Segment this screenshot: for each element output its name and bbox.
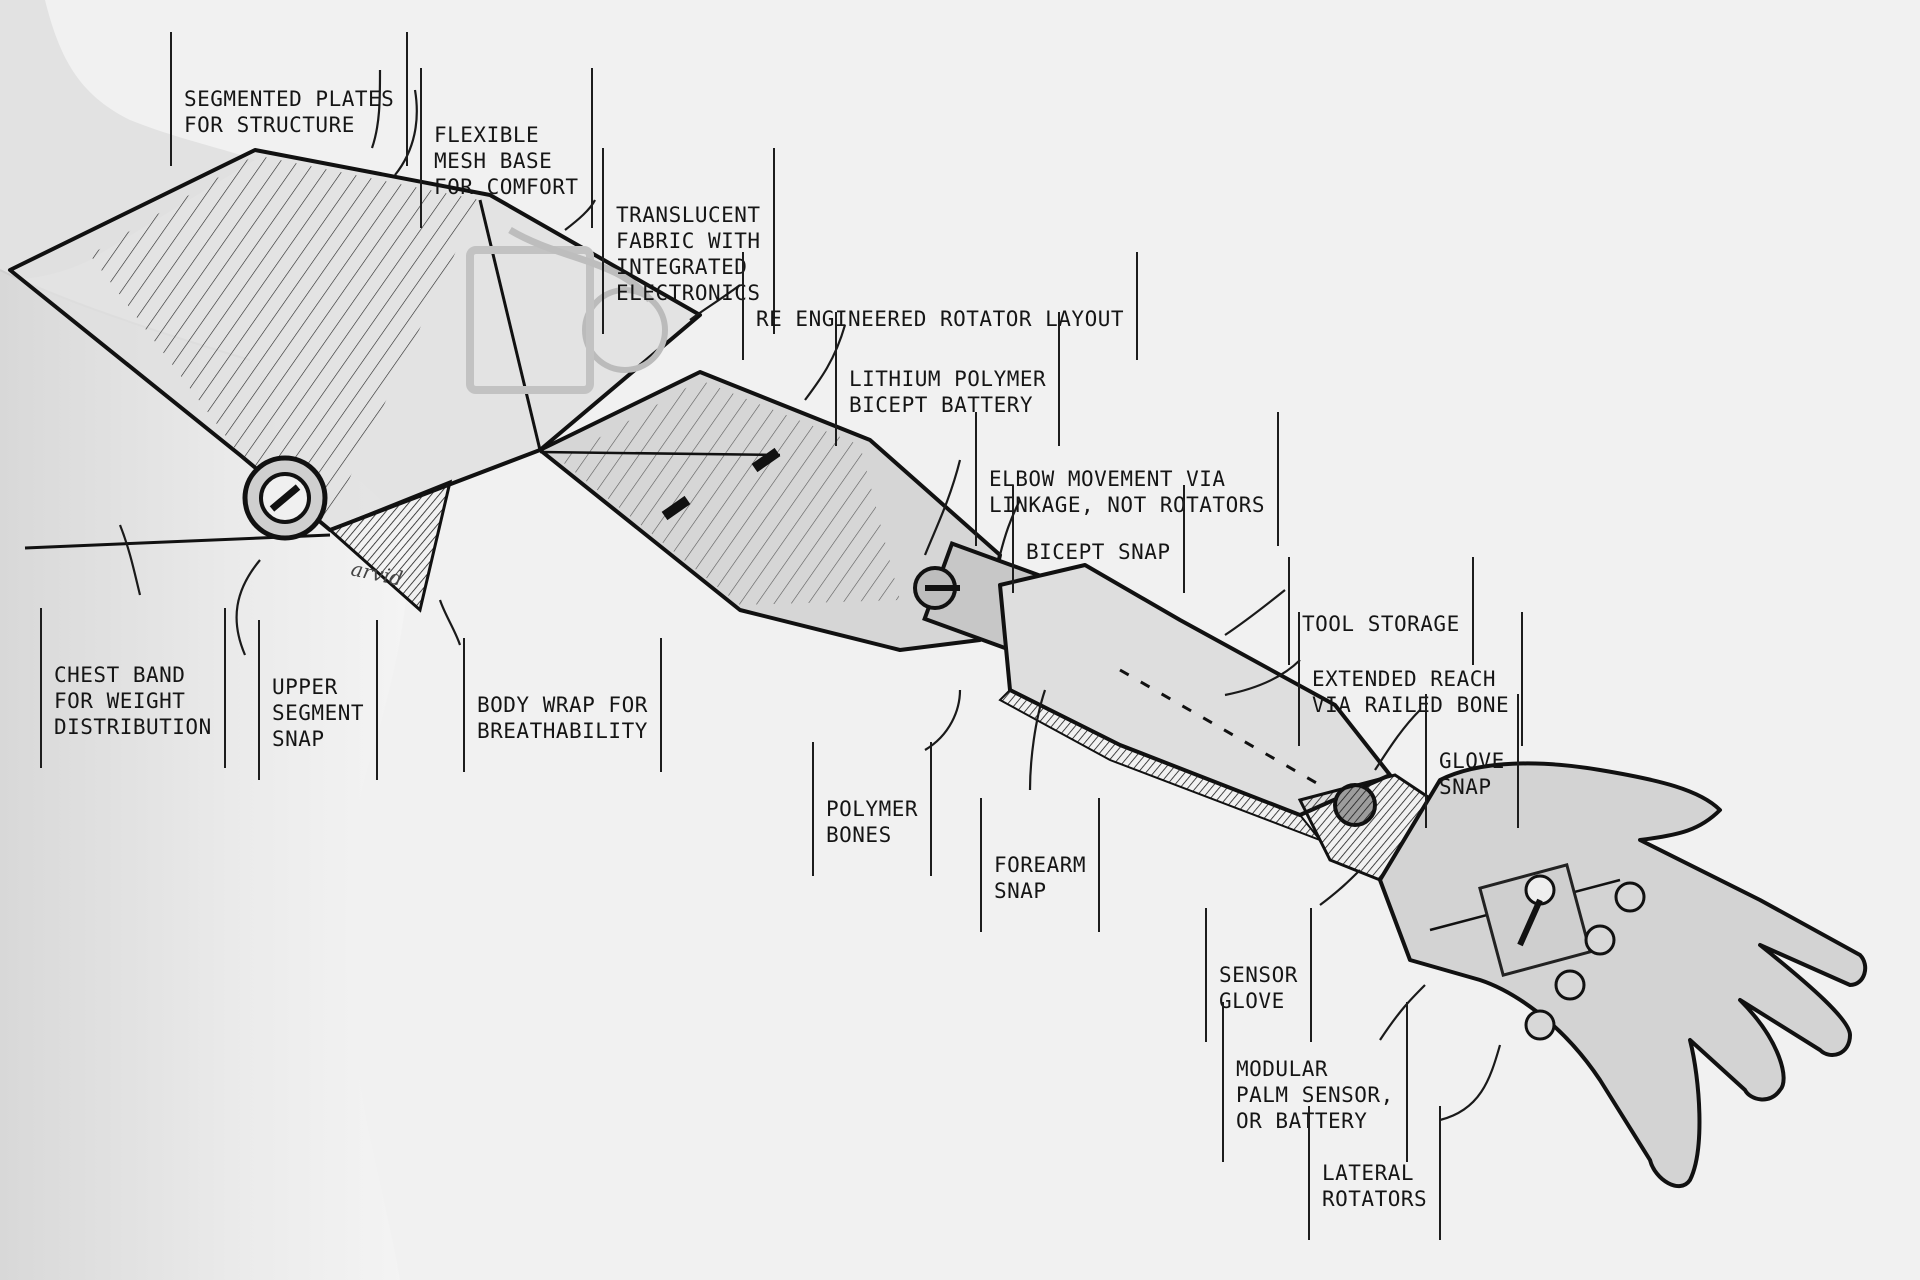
finger-rotator-4 bbox=[1526, 1011, 1554, 1039]
finger-rotator-1 bbox=[1616, 883, 1644, 911]
callout-upper-segment-snap: Uppersegmentsnap bbox=[258, 620, 378, 780]
callout-body-wrap: Body wrap forbreathability bbox=[463, 638, 662, 772]
callout-polymer-bones: Polymerbones bbox=[812, 742, 932, 876]
finger-rotator-3 bbox=[1556, 971, 1584, 999]
callout-segmented-plates: Segmented platesfor structure bbox=[170, 32, 408, 166]
callout-chest-band: Chest bandfor weightdistribution bbox=[40, 608, 226, 768]
callout-flexible-mesh: Flexiblemesh basefor comfort bbox=[420, 68, 593, 228]
callout-lateral-rotators: Lateralrotators bbox=[1308, 1106, 1441, 1240]
callout-glove-snap: Glovesnap bbox=[1425, 694, 1519, 828]
callout-bicept-snap: Bicept snap bbox=[1012, 485, 1185, 593]
callout-forearm-snap: Forearmsnap bbox=[980, 798, 1100, 932]
finger-rotator-2 bbox=[1586, 926, 1614, 954]
